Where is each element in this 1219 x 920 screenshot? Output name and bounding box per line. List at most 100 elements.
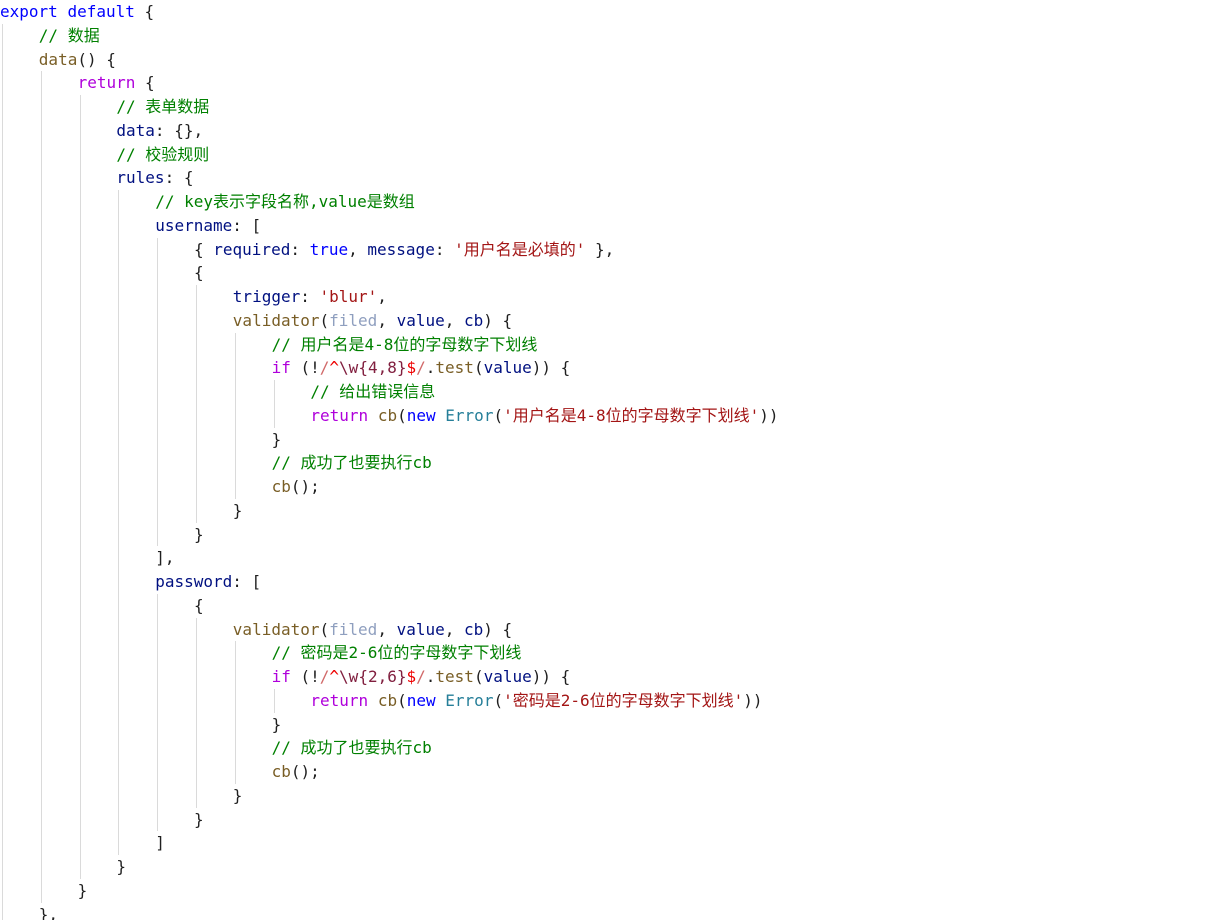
indent-guide (157, 237, 159, 262)
token-unused-parameter: filed (329, 310, 378, 330)
code-line[interactable]: }, (0, 902, 1219, 920)
code-text: validator(filed, value, cb) { (233, 618, 512, 642)
indent-guide (118, 237, 120, 262)
code-text: // 校验规则 (116, 143, 209, 167)
indent-guide (79, 118, 81, 143)
token-punctuation: { (194, 239, 214, 259)
code-line[interactable]: ] (0, 831, 1219, 855)
code-line[interactable]: // 成功了也要执行cb (0, 451, 1219, 475)
code-text: // 数据 (39, 24, 100, 48)
token-string-literal: '密码是2-6位的字母数字下划线' (503, 690, 744, 710)
code-line[interactable]: trigger: 'blur', (0, 285, 1219, 309)
token-punctuation: ( (473, 358, 484, 378)
token-string-literal: 'blur' (319, 287, 378, 306)
token-punctuation: . (425, 667, 436, 686)
token-punctuation: (); (290, 477, 320, 496)
code-line[interactable]: rules: { (0, 166, 1219, 190)
indent-guide (79, 285, 81, 309)
code-line[interactable]: } (0, 427, 1219, 452)
indent-guide (2, 23, 3, 48)
code-line[interactable]: { (0, 261, 1219, 285)
indent-guide (2, 166, 3, 190)
indent-guide (118, 546, 120, 570)
code-line[interactable]: data: {}, (0, 118, 1219, 143)
indent-guide (118, 665, 120, 689)
token-regex-delimiter: / (416, 667, 426, 686)
code-line[interactable]: } (0, 783, 1219, 808)
code-line[interactable]: return cb(new Error('用户名是4-8位的字母数字下划线')) (0, 403, 1219, 428)
code-line[interactable]: // 给出错误信息 (0, 380, 1219, 404)
code-line[interactable]: // key表示字段名称,value是数组 (0, 190, 1219, 214)
token-punctuation: , (348, 239, 368, 259)
token-regex-delimiter: / (319, 358, 330, 378)
code-line[interactable]: // 校验规则 (0, 142, 1219, 167)
code-line[interactable]: // 表单数据 (0, 95, 1219, 119)
code-line[interactable]: // 用户名是4-8位的字母数字下划线 (0, 332, 1219, 357)
indent-guide (79, 427, 81, 452)
indent-guide (196, 356, 197, 380)
indent-guide (2, 570, 3, 594)
token-punctuation: } (232, 785, 243, 805)
code-line[interactable]: export default { (0, 0, 1219, 24)
code-line[interactable]: { required: true, message: '用户名是必填的' }, (0, 237, 1219, 262)
code-line[interactable]: } (0, 807, 1219, 832)
code-text: cb(); (272, 760, 320, 784)
code-line[interactable]: if (!/^\w{4,8}$/.test(value)) { (0, 356, 1219, 380)
code-line[interactable]: if (!/^\w{2,6}$/.test(value)) { (0, 665, 1219, 689)
code-line[interactable]: } (0, 712, 1219, 737)
token-property: password (155, 572, 233, 591)
code-line[interactable]: { (0, 593, 1219, 618)
code-line[interactable]: username: [ (0, 213, 1219, 238)
code-line[interactable]: cb(); (0, 760, 1219, 784)
code-line[interactable]: validator(filed, value, cb) { (0, 617, 1219, 642)
indent-guide (40, 522, 42, 547)
token-property: message (367, 239, 435, 259)
code-text: { (194, 594, 204, 618)
indent-guide (2, 617, 3, 642)
code-text: password: [ (155, 570, 261, 594)
indent-guide (2, 593, 3, 618)
indent-guide (40, 285, 42, 309)
indent-guide (157, 760, 159, 784)
token-type-name: Error (445, 405, 494, 425)
indent-guide (234, 475, 236, 499)
indent-guide (40, 190, 42, 214)
code-line[interactable]: cb(); (0, 475, 1219, 499)
indent-guide (234, 427, 236, 452)
indent-guide (79, 213, 81, 238)
code-line[interactable]: } (0, 878, 1219, 903)
code-line[interactable]: password: [ (0, 570, 1219, 594)
code-line[interactable]: // 数据 (0, 23, 1219, 48)
code-line[interactable]: validator(filed, value, cb) { (0, 308, 1219, 333)
code-line[interactable]: ], (0, 546, 1219, 570)
indent-guide (79, 403, 81, 428)
indent-guide (234, 688, 236, 713)
code-text: } (272, 713, 282, 737)
token-punctuation: )) { (531, 667, 571, 686)
indent-guide (40, 332, 42, 357)
indent-guide (40, 665, 42, 689)
token-punctuation: ( (319, 310, 330, 330)
indent-guide (157, 617, 159, 642)
indent-guide (79, 855, 81, 879)
code-line[interactable]: } (0, 522, 1219, 547)
indent-guide (40, 878, 42, 903)
code-line[interactable]: // 成功了也要执行cb (0, 736, 1219, 760)
code-text: ] (155, 831, 165, 855)
code-line[interactable]: } (0, 855, 1219, 879)
indent-guide (157, 807, 159, 832)
token-function-name: validator (232, 619, 320, 639)
indent-guide (196, 403, 197, 428)
code-line[interactable]: data() { (0, 47, 1219, 72)
indent-guide (118, 427, 120, 452)
code-line[interactable]: return { (0, 71, 1219, 95)
indent-guide (79, 760, 81, 784)
code-line[interactable]: } (0, 498, 1219, 523)
indent-guide (79, 451, 81, 475)
indent-guide (40, 807, 42, 832)
code-line[interactable]: return cb(new Error('密码是2-6位的字母数字下划线')) (0, 688, 1219, 713)
token-punctuation: : (434, 239, 455, 259)
indent-guide (40, 617, 42, 642)
code-line[interactable]: // 密码是2-6位的字母数字下划线 (0, 641, 1219, 665)
